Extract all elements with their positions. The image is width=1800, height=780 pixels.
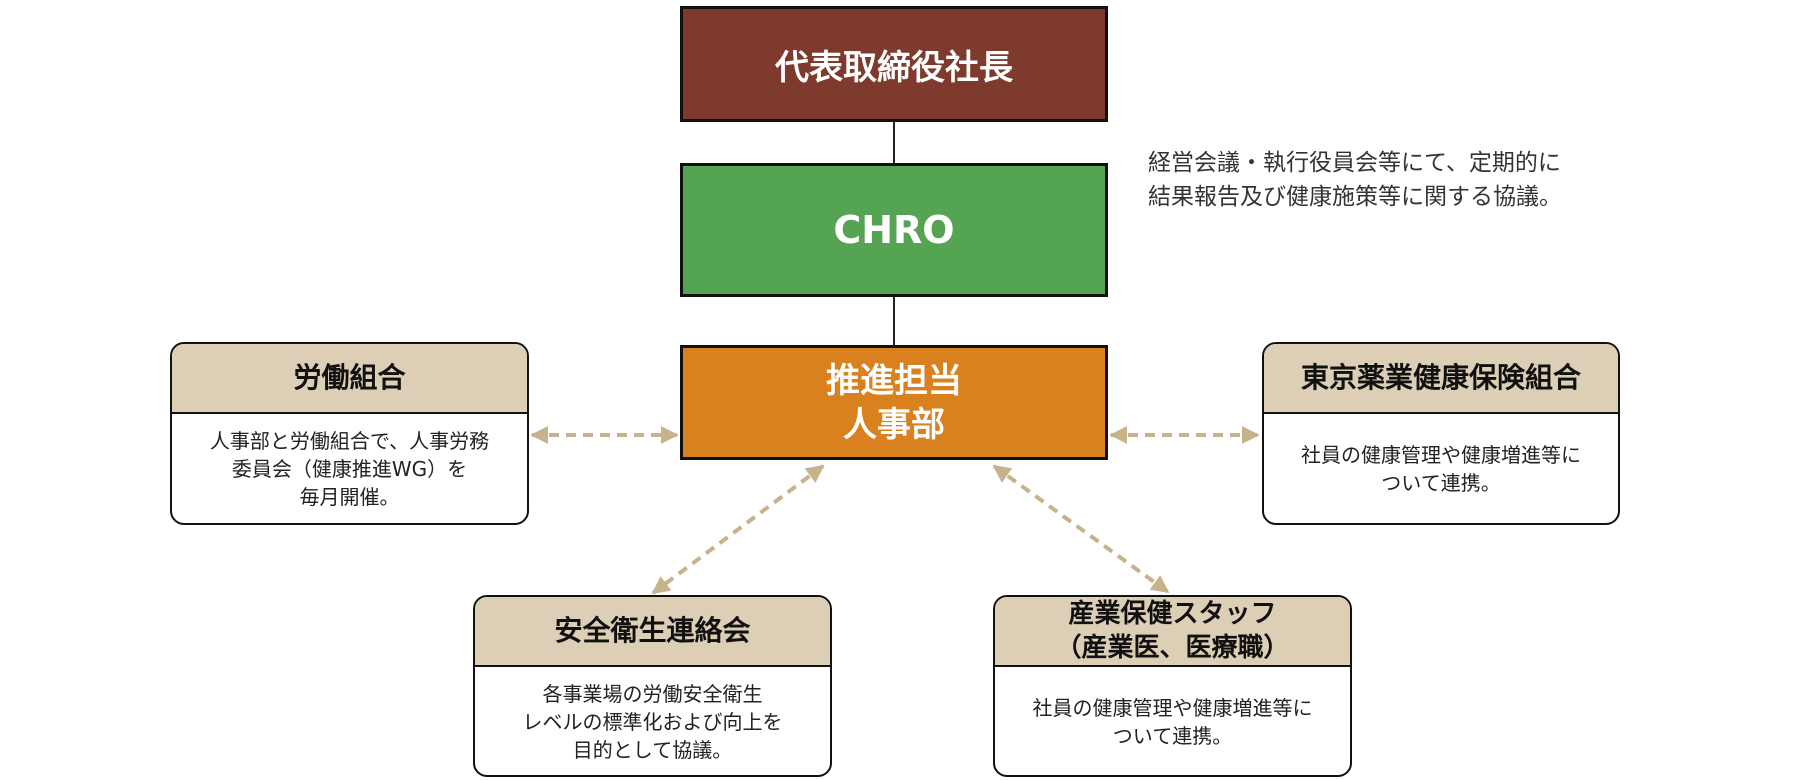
health-insurance-title: 東京薬業健康保険組合 [1264, 344, 1618, 414]
ceo-box: 代表取締役社長 [680, 6, 1108, 122]
hr-label-line1: 推進担当 [826, 360, 962, 401]
labor-union-description: 人事部と労働組合で、人事労務 委員会（健康推進WG）を 毎月開催。 [209, 429, 490, 509]
labor-union-title: 労働組合 [172, 344, 527, 414]
health-insurance-box: 東京薬業健康保険組合 社員の健康管理や健康増進等に ついて連携。 [1262, 342, 1620, 525]
ceo-label: 代表取締役社長 [775, 47, 1013, 88]
chro-label: CHRO [833, 208, 955, 252]
meeting-note: 経営会議・執行役員会等にて、定期的に 結果報告及び健康施策等に関する協議。 [1148, 150, 1562, 210]
labor-union-box: 労働組合 人事部と労働組合で、人事労務 委員会（健康推進WG）を 毎月開催。 [170, 342, 529, 525]
hr-health-arrow [992, 464, 1170, 594]
health-insurance-description: 社員の健康管理や健康増進等に ついて連携。 [1301, 443, 1581, 495]
health-staff-title: 産業保健スタッフ （産業医、医療職） [995, 597, 1350, 667]
health-staff-description: 社員の健康管理や健康増進等に ついて連携。 [1032, 696, 1313, 748]
safety-committee-description: 各事業場の労働安全衛生 レベルの標準化および向上を 目的として協議。 [522, 682, 783, 762]
safety-committee-title: 安全衛生連絡会 [475, 597, 830, 667]
safety-committee-box: 安全衛生連絡会 各事業場の労働安全衛生 レベルの標準化および向上を 目的として協… [473, 595, 832, 777]
chro-box: CHRO [680, 163, 1108, 297]
hr-safety-arrow [651, 464, 825, 595]
hr-department-box: 推進担当 人事部 [680, 345, 1108, 460]
hr-label-line2: 人事部 [843, 404, 945, 445]
health-staff-box: 産業保健スタッフ （産業医、医療職） 社員の健康管理や健康増進等に ついて連携。 [993, 595, 1352, 777]
